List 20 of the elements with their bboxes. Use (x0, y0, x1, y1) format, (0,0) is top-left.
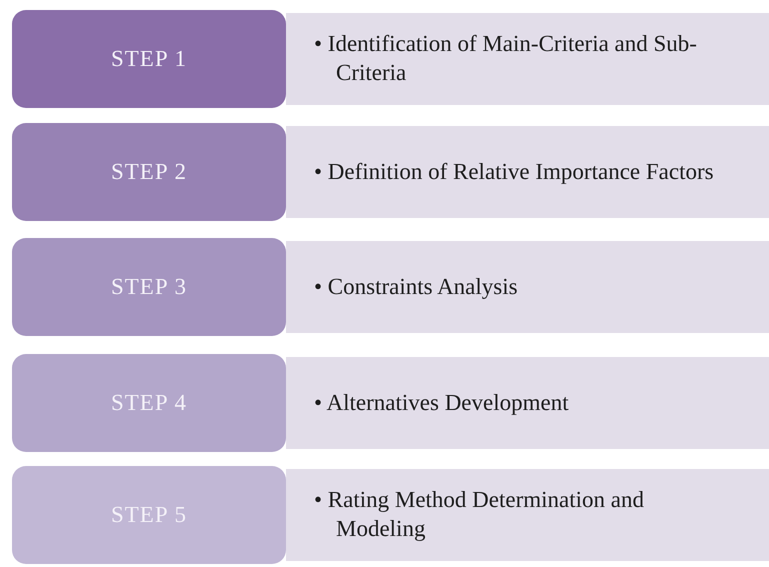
step-label: STEP 2 (110, 159, 188, 185)
step-description: • Definition of Relative Importance Factors (314, 158, 715, 186)
description-panel (286, 241, 769, 333)
description-panel (286, 126, 769, 218)
description-panel (286, 13, 769, 105)
step-box (12, 123, 286, 221)
step-label: STEP 1 (110, 46, 188, 72)
step-description: • Alternatives Development (314, 388, 570, 417)
step-box (12, 466, 286, 564)
step-label: STEP 3 (110, 274, 188, 300)
description-panel (286, 469, 769, 561)
step-label: STEP 4 (110, 390, 188, 416)
step-description: • Identification of Main-Criteria and Sub-Criteria (314, 30, 698, 87)
step-description: • Constraints Analysis (314, 272, 519, 301)
step-box (12, 354, 286, 452)
step-box (12, 10, 286, 108)
step-description: • Rating Method Determination and Modeling (314, 486, 645, 543)
step-box (12, 238, 286, 336)
description-panel (286, 357, 769, 449)
step-label: STEP 5 (110, 502, 188, 528)
